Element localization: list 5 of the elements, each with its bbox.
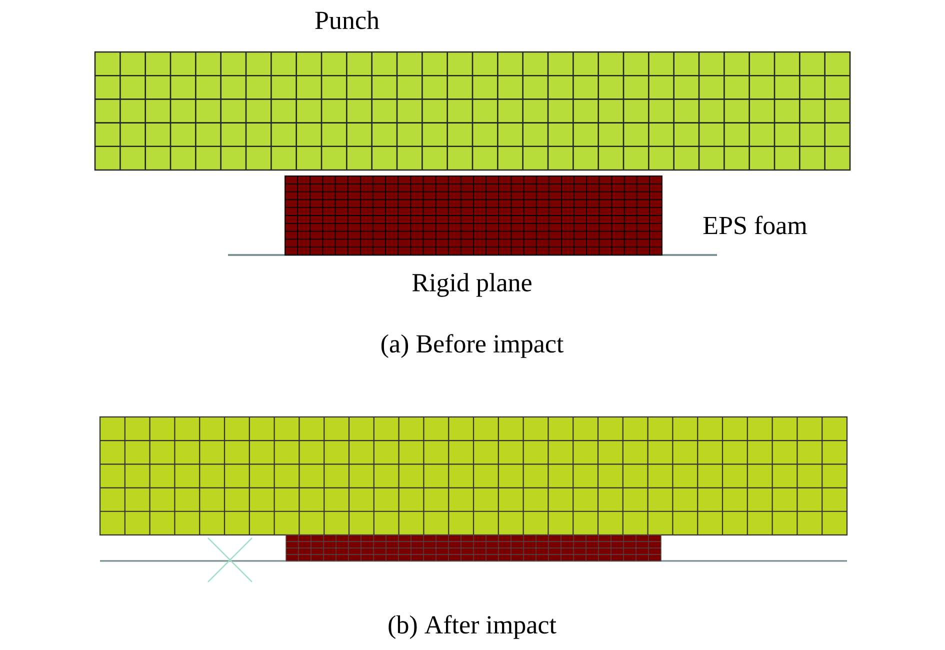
part-label: Rigid plane	[412, 273, 532, 297]
part-label: EPS foam	[703, 216, 807, 234]
part-label: (b) After impact	[388, 615, 556, 639]
part-label: Punch	[315, 10, 380, 30]
part-label: (a) Before impact	[381, 334, 564, 358]
